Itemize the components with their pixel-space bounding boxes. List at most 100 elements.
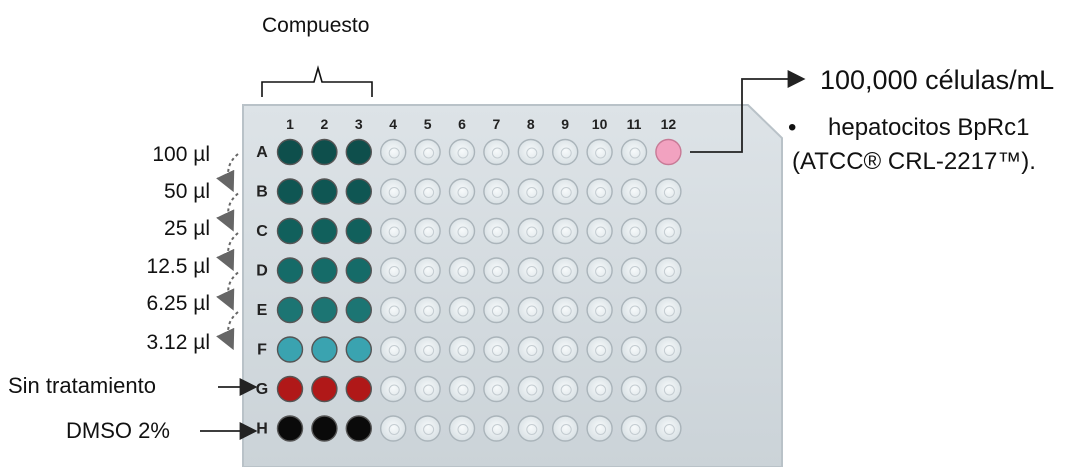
well-C2 [311, 217, 338, 245]
conc-label-50: 50 µl [164, 180, 210, 203]
well-inner-H4 [388, 424, 400, 435]
conc-label-3-12: 3.12 µl [146, 331, 210, 354]
well-inner-C6 [457, 226, 469, 238]
well-inner-B10 [595, 187, 607, 198]
well-inner-A9 [560, 147, 572, 159]
well-inner-C7 [491, 226, 503, 238]
well-F11 [620, 336, 648, 363]
well-inner-B8 [526, 187, 538, 198]
well-F4 [380, 336, 407, 363]
well-E10 [586, 296, 613, 324]
well-F6 [448, 336, 476, 363]
cells-pointer-line [690, 70, 806, 153]
well-inner-D6 [457, 266, 469, 277]
well-E11 [620, 296, 648, 324]
well-inner-E9 [560, 305, 572, 317]
well-inner-D10 [595, 266, 607, 277]
well-A10 [586, 138, 613, 166]
well-D9 [552, 257, 579, 284]
cell-density-label: 100,000 células/mL [820, 65, 1055, 95]
well-inner-C5 [423, 226, 435, 238]
well-C12 [655, 217, 682, 245]
well-D5 [414, 257, 441, 284]
conc-label-25: 25 µl [164, 217, 210, 240]
well-inner-H9 [560, 424, 572, 435]
well-inner-F7 [491, 345, 503, 356]
conc-label-6-25: 6.25 µl [146, 292, 210, 315]
well-E9 [552, 296, 579, 324]
well-B10 [586, 178, 613, 205]
well-inner-A10 [595, 147, 607, 159]
well-inner-E8 [526, 305, 538, 317]
well-G2 [311, 375, 338, 403]
well-inner-F8 [526, 345, 538, 356]
well-inner-E6 [457, 305, 469, 317]
well-inner-H5 [423, 424, 435, 435]
well-H8 [517, 415, 544, 442]
well-inner-B5 [423, 187, 435, 198]
row-label-B: B [256, 184, 268, 201]
column-label-3: 3 [355, 116, 363, 132]
well-inner-G12 [663, 384, 675, 396]
well-inner-B4 [388, 187, 400, 198]
well-E12 [655, 296, 682, 324]
well-F9 [552, 336, 579, 363]
well-H7 [483, 415, 510, 442]
well-E3 [345, 296, 372, 324]
well-inner-G5 [423, 384, 435, 396]
well-inner-B6 [457, 187, 469, 198]
well-H11 [620, 415, 648, 442]
row-label-G: G [256, 381, 268, 398]
well-G10 [586, 375, 613, 403]
well-inner-C11 [629, 226, 641, 238]
well-inner-F11 [629, 345, 641, 356]
well-inner-E5 [423, 305, 435, 317]
well-C1 [276, 217, 304, 245]
well-G3 [345, 375, 372, 403]
well-A12 [655, 138, 682, 166]
well-inner-H8 [526, 424, 538, 435]
well-G7 [483, 375, 510, 403]
well-G9 [552, 375, 579, 403]
well-inner-C12 [663, 226, 675, 238]
well-inner-A6 [457, 147, 469, 159]
column-label-5: 5 [424, 116, 432, 132]
well-C4 [380, 217, 407, 245]
well-inner-C4 [388, 226, 400, 238]
control-label-dmso: DMSO 2% [66, 418, 170, 443]
row-label-A: A [256, 144, 268, 161]
well-H9 [552, 415, 579, 442]
well-C7 [483, 217, 510, 245]
well-inner-F9 [560, 345, 572, 356]
well-inner-A8 [526, 147, 538, 159]
well-B8 [517, 178, 544, 205]
well-inner-A4 [388, 147, 400, 159]
well-inner-E10 [595, 305, 607, 317]
well-E6 [448, 296, 476, 324]
well-inner-D11 [629, 266, 641, 277]
well-B6 [448, 178, 476, 205]
well-inner-E7 [491, 305, 503, 317]
well-inner-C10 [595, 226, 607, 238]
column-label-7: 7 [493, 116, 501, 132]
conc-label-100: 100 µl [152, 143, 210, 166]
well-G4 [380, 375, 407, 403]
well-H5 [414, 415, 441, 442]
well-inner-D4 [388, 266, 400, 277]
well-E2 [311, 296, 338, 324]
well-C5 [414, 217, 441, 245]
well-B12 [655, 178, 682, 205]
well-B2 [311, 178, 338, 205]
well-plate [242, 104, 783, 467]
well-D12 [655, 257, 682, 284]
well-A1 [276, 138, 304, 166]
dilution-arrow-2 [216, 192, 239, 232]
well-G12 [655, 375, 682, 403]
well-G8 [517, 375, 544, 403]
well-H2 [311, 415, 338, 442]
well-B1 [276, 178, 304, 205]
well-B7 [483, 178, 510, 205]
well-G6 [448, 375, 476, 403]
